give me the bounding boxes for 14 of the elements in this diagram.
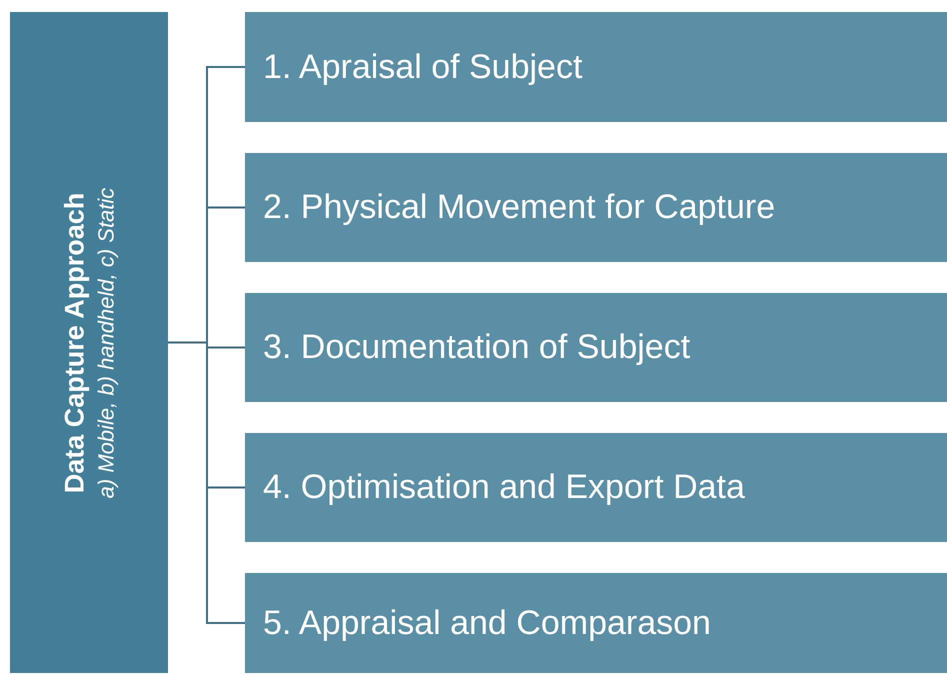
step-box — [245, 153, 947, 262]
step-box — [245, 433, 947, 542]
category-box — [10, 12, 168, 673]
category-subtitle: a) Mobile, b) handheld, c) Static — [92, 187, 120, 498]
bracket-connector — [168, 342, 245, 624]
category-title: Data Capture Approach — [58, 192, 90, 493]
step-box — [245, 573, 947, 673]
step-label: 3. Documentation of Subject — [263, 327, 690, 368]
step-label: 1. Apraisal of Subject — [263, 46, 582, 88]
step-box — [245, 293, 947, 402]
step-label: 5. Appraisal and Comparason — [263, 602, 711, 644]
step-label: 2. Physical Movement for Capture — [263, 187, 776, 228]
step-label: 4. Optimisation and Export Data — [263, 467, 745, 508]
step-box — [245, 12, 947, 122]
